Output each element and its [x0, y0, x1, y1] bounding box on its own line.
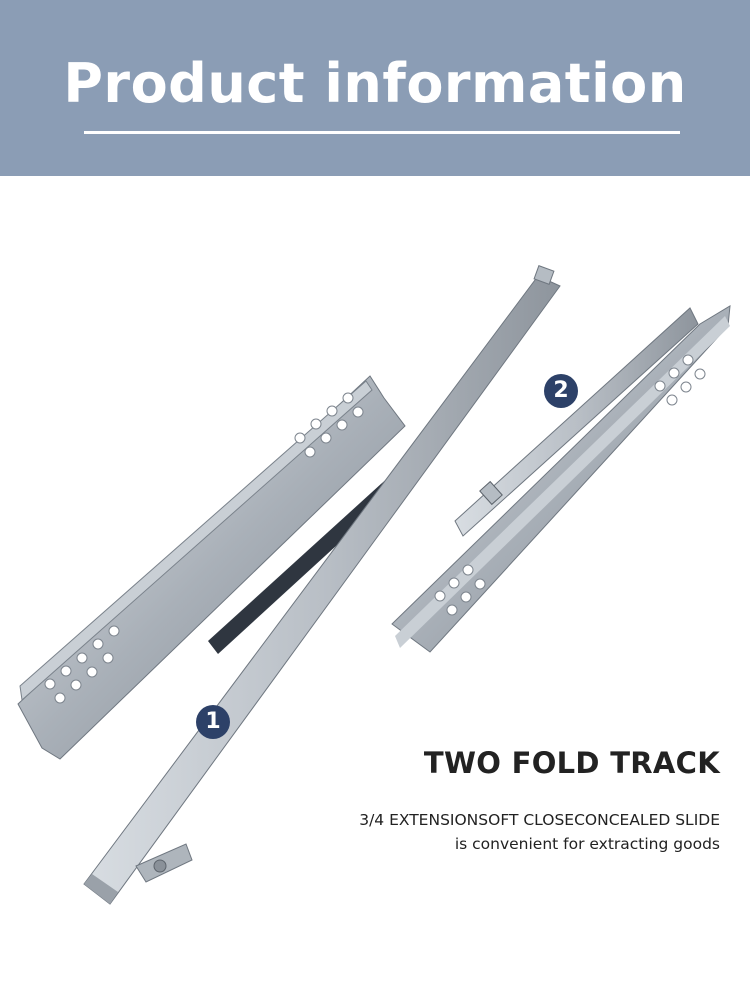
callout-badge-1: 1	[196, 705, 230, 739]
callout-badge-2: 2	[544, 374, 578, 408]
page-title: Product information	[63, 52, 687, 115]
title-underline	[84, 131, 680, 134]
header-banner: Product information	[0, 0, 750, 176]
caption-line-1: 3/4 EXTENSIONSOFT CLOSECONCEALED SLIDE	[359, 811, 720, 829]
drawer-slide-photo	[17, 265, 731, 905]
left-slide-rail	[83, 265, 561, 905]
caption-description: 3/4 EXTENSIONSOFT CLOSECONCEALED SLIDE i…	[359, 808, 720, 856]
caption-heading: TWO FOLD TRACK	[423, 746, 720, 780]
caption-line-2: is convenient for extracting goods	[454, 835, 720, 853]
right-slide-bracket	[391, 305, 731, 653]
